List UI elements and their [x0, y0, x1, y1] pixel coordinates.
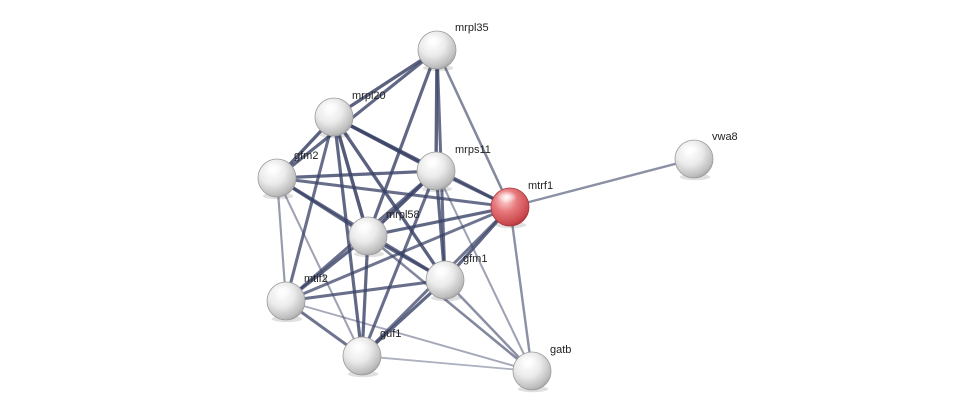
edge-mrpl35-mrpl58 [366, 48, 439, 238]
edge-gfm2-mtrf1 [275, 176, 512, 209]
edge-guf1-gatb [361, 355, 533, 372]
edge-mtrf1-vwa8 [508, 157, 696, 209]
edge-mrpl58-guf1 [360, 234, 370, 358]
node-label-mrps11: mrps11 [455, 144, 491, 156]
node-mrpl58[interactable]: mrpl58 [348, 209, 420, 258]
edge-mrps11-gatb [434, 169, 534, 373]
node-gfm1[interactable]: gfm1 [425, 253, 487, 302]
edge-gfm1-gatb [443, 278, 534, 373]
edge-mrpl35-mrpl20 [332, 48, 439, 119]
node-highlight [519, 355, 539, 367]
node-gfm2[interactable]: gfm2 [257, 150, 318, 200]
node-highlight [349, 340, 369, 352]
node-label-guf1: guf1 [380, 328, 401, 340]
edge-layer [275, 48, 696, 373]
node-label-gfm2: gfm2 [294, 150, 318, 162]
edge-gfm2-guf1 [275, 176, 364, 358]
node-highlight [681, 143, 701, 155]
edge-mrpl58-mtrf1 [366, 205, 512, 238]
edge-mrpl58-gatb [366, 234, 534, 373]
edge-mrps11-guf1 [360, 169, 438, 358]
node-label-mrpl35: mrpl35 [455, 22, 489, 34]
edge-gfm2-mtif2 [275, 176, 288, 303]
edge-mtrf1-gatb [508, 205, 534, 373]
node-highlight [424, 34, 444, 46]
edge-gfm2-mrps11 [275, 169, 438, 180]
edge-mrpl35-mtrf1 [435, 48, 512, 209]
node-gatb[interactable]: gatb [512, 344, 571, 393]
edge-mrpl20-mtif2 [284, 115, 336, 303]
node-vwa8[interactable]: vwa8 [674, 131, 738, 181]
node-label-mtrf1: mtrf1 [528, 180, 553, 192]
node-highlight [321, 101, 341, 113]
node-highlight [264, 162, 284, 174]
node-mrpl35[interactable]: mrpl35 [417, 22, 489, 72]
edge-gfm1-mtif2 [284, 278, 447, 303]
node-mrpl20[interactable]: mrpl20 [314, 90, 386, 139]
node-label-gfm1: gfm1 [463, 253, 487, 265]
node-highlight [423, 155, 443, 167]
edge-mtif2-gatb [285, 300, 533, 372]
node-label-gatb: gatb [550, 344, 571, 356]
node-mtif2[interactable]: mtif2 [266, 273, 328, 323]
node-highlight [355, 220, 375, 232]
node-layer: mrpl35 mrpl20 gfm2 mrps11 mtrf1 vwa8 mrpl58 gfm… [257, 22, 738, 393]
node-highlight [432, 264, 452, 276]
edge-mtrf1-mtif2 [284, 205, 512, 303]
node-guf1[interactable]: guf1 [342, 328, 401, 378]
edge-mrpl20-gfm1 [332, 115, 447, 282]
node-label-mrpl20: mrpl20 [352, 90, 386, 102]
node-mtrf1[interactable]: mtrf1 [490, 180, 553, 229]
node-label-mtif2: mtif2 [304, 273, 328, 285]
node-mrps11[interactable]: mrps11 [416, 144, 491, 193]
node-label-vwa8: vwa8 [712, 131, 738, 143]
edge-mrpl35-gfm2 [275, 48, 439, 180]
node-highlight [273, 285, 293, 297]
edge-mrpl20-mrpl58 [332, 115, 370, 238]
node-label-mrpl58: mrpl58 [386, 209, 420, 221]
edge-mrpl20-guf1 [332, 115, 364, 358]
node-highlight [497, 191, 517, 203]
